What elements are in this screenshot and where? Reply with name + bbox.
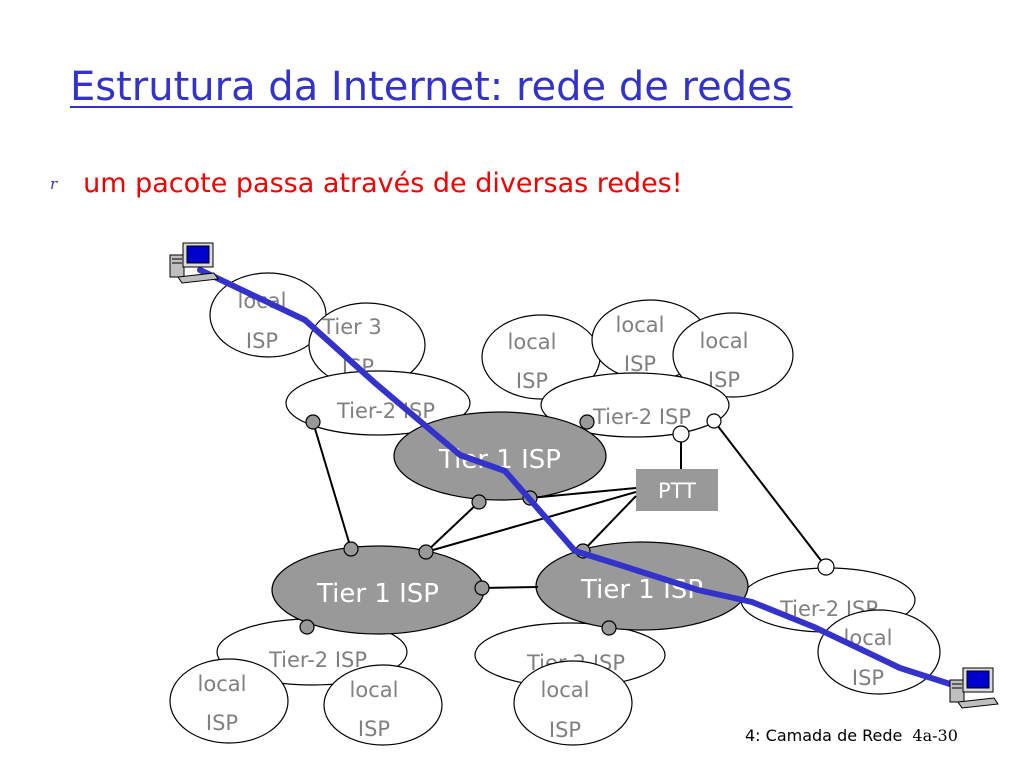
link [582, 495, 637, 552]
connection-point [601, 620, 617, 636]
tier3-isp-label: Tier 3 [321, 315, 382, 339]
local-isp-label: ISP [358, 717, 390, 741]
connection-point [299, 619, 315, 635]
link [713, 420, 827, 568]
local-isp-label: ISP [624, 352, 656, 376]
tier2-isp-label: Tier-2 ISP [592, 405, 691, 429]
slide-footer: 4: Camada de Rede 4a-30 [745, 726, 958, 745]
connection-point [418, 544, 434, 560]
local-isp-label: local [616, 313, 665, 337]
connection-point [672, 425, 690, 443]
local-isp-label: local [198, 672, 247, 696]
connection-point [817, 558, 835, 576]
link [529, 487, 637, 499]
local-isp-label: local [508, 330, 557, 354]
connection-point [579, 414, 595, 430]
isp-lower-local-3: local ISP [513, 660, 633, 746]
isp-tier2-upper-left: Tier-2 ISP [285, 370, 471, 436]
tier1-isp-label: Tier 1 ISP [316, 579, 439, 609]
local-isp-label: ISP [852, 666, 884, 690]
link [312, 421, 352, 550]
local-isp-label: local [541, 678, 590, 702]
local-isp-label: ISP [206, 711, 238, 735]
page-number: 4a-30 [912, 726, 958, 745]
link [425, 501, 480, 553]
local-isp-label: ISP [246, 329, 278, 353]
isp-upper-right-local-1: local ISP [481, 314, 601, 400]
connection-point [474, 580, 490, 596]
bullet-row: r um pacote passa através de diversas re… [50, 168, 683, 199]
tier1-isp-label: Tier 1 ISP [580, 575, 703, 605]
computer-icon-source [169, 242, 219, 284]
ptt-exchange: PTT [636, 469, 718, 511]
local-isp-label: local [700, 329, 749, 353]
connection-point [471, 494, 487, 510]
local-isp-label: local [350, 678, 399, 702]
local-isp-label: ISP [516, 369, 548, 393]
ptt-label: PTT [658, 479, 696, 503]
isp-lower-local-2: local ISP [323, 664, 443, 746]
link [425, 491, 637, 553]
isp-upper-left-local: local ISP [209, 272, 327, 358]
packet-path [197, 267, 953, 687]
isp-tier1-right: Tier 1 ISP [535, 541, 749, 631]
bullet-marker: r [50, 174, 58, 193]
slide-title: Estrutura da Internet: rede de redes [70, 64, 793, 110]
tier2-isp-label: Tier-2 ISP [268, 648, 367, 672]
isp-tier1-top: Tier 1 ISP [393, 411, 607, 501]
connection-point [305, 414, 321, 430]
isp-lower-local-4: local ISP [817, 609, 941, 695]
isp-lower-local-1: local ISP [169, 658, 289, 744]
link [481, 586, 539, 589]
isp-upper-right-local-3: local ISP [672, 312, 794, 398]
computer-icon-destination [949, 667, 999, 709]
connection-point [706, 413, 722, 429]
footer-chapter: 4: Camada de Rede [745, 726, 903, 745]
connection-point [343, 541, 359, 557]
local-isp-label: ISP [549, 718, 581, 742]
bullet-text: um pacote passa através de diversas rede… [83, 168, 683, 199]
interconnect-links [312, 420, 827, 589]
